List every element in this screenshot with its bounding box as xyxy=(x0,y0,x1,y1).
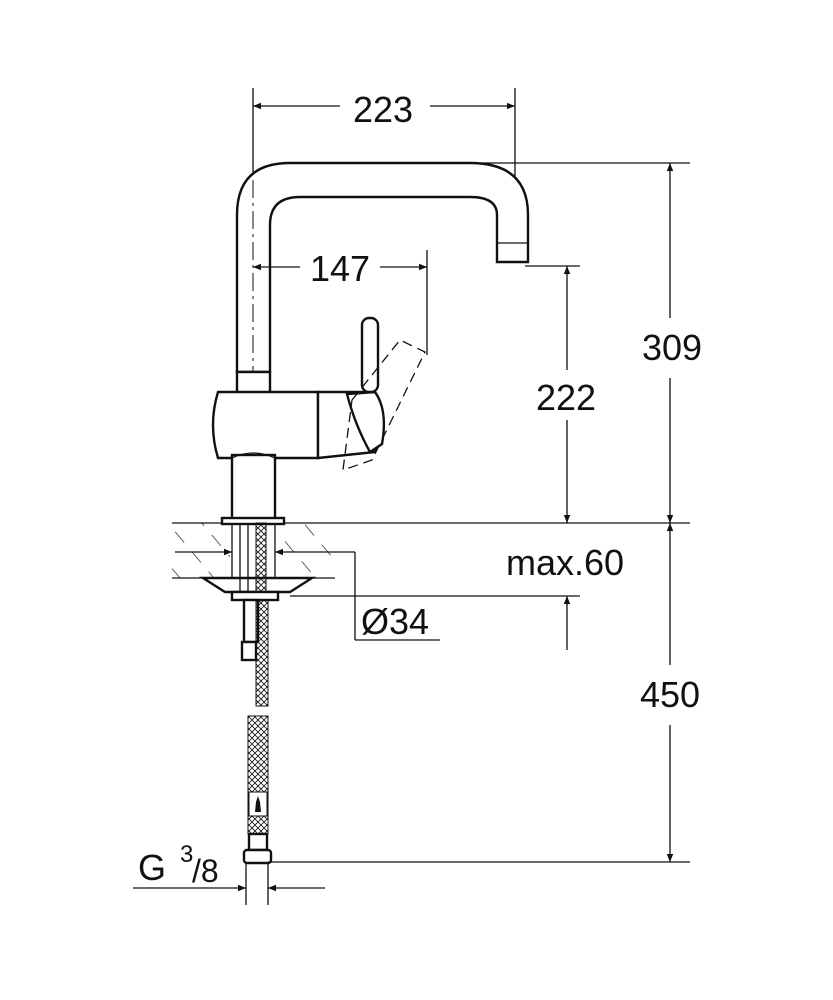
water-flow-icon xyxy=(255,796,261,812)
dimension-hose-length: 450 xyxy=(268,523,700,863)
label-thread-g: G xyxy=(138,847,166,888)
label-222: 222 xyxy=(536,377,596,418)
dimension-spout-reach: 223 xyxy=(252,88,516,270)
label-450: 450 xyxy=(640,674,700,715)
dimension-outlet-height: 222 xyxy=(525,265,596,523)
dimension-hole-diameter: Ø34 xyxy=(175,548,440,642)
label-309: 309 xyxy=(642,327,702,368)
dimension-total-height: 309 xyxy=(480,162,702,523)
label-diameter-34: Ø34 xyxy=(361,601,429,642)
label-max-60: max.60 xyxy=(506,542,624,583)
countertop-section xyxy=(172,516,690,602)
label-thread-numerator: 3 xyxy=(180,841,193,868)
supply-hose xyxy=(240,598,273,865)
label-223: 223 xyxy=(353,89,413,130)
dimension-handle-reach: 147 xyxy=(253,248,428,355)
faucet-body xyxy=(211,316,426,521)
label-thread-denominator: /8 xyxy=(192,853,219,889)
label-147: 147 xyxy=(310,248,370,289)
dimension-countertop-thickness: max.60 xyxy=(290,542,624,650)
dimension-connection-thread: G 3 /8 xyxy=(133,841,325,905)
